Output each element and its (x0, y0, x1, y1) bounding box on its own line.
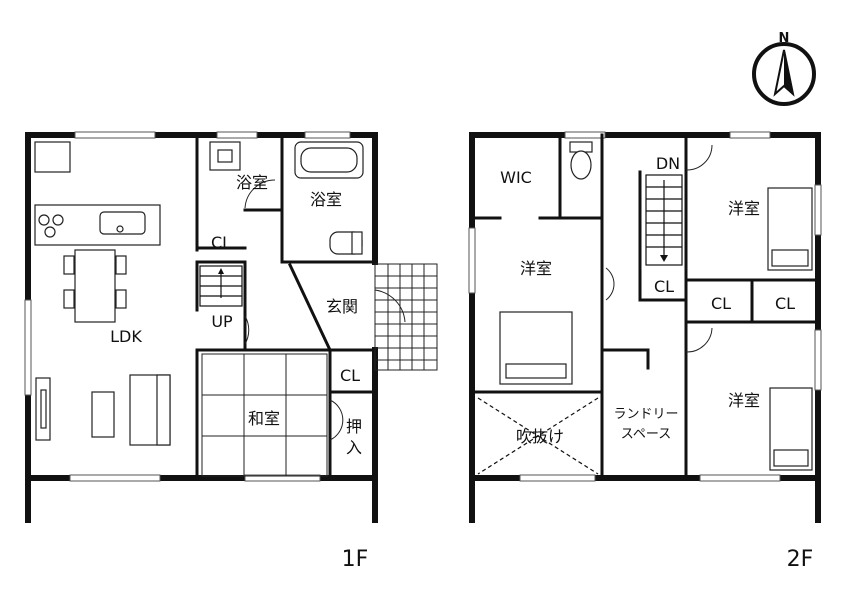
room-ldk: LDK (110, 327, 142, 346)
room-western-center: 洋室 (520, 259, 552, 278)
room-oshiire-top: 押 (346, 417, 362, 436)
room-closet-b: CL (711, 294, 731, 313)
north-label: N (779, 31, 790, 46)
floor1-plan: LDK 浴室 浴室 CL UP 玄関 CL 和室 押 入 1F (24, 131, 438, 572)
entrance-porch-tiles (374, 263, 438, 371)
room-entrance: 玄関 (326, 297, 358, 316)
stairs-up: UP (211, 312, 233, 331)
stairs-down: DN (656, 154, 680, 173)
room-closet-2: CL (340, 366, 360, 385)
room-oshiire-bottom: 入 (346, 438, 362, 457)
tatami-mats (201, 353, 328, 477)
room-laundry-bottom: スペース (621, 427, 671, 442)
room-bath-1: 浴室 (236, 173, 268, 192)
room-bath-2: 浴室 (310, 190, 342, 209)
room-western-se: 洋室 (728, 391, 760, 410)
room-laundry-top: ランドリー (613, 407, 678, 422)
north-compass-icon: N (752, 31, 816, 106)
room-western-ne: 洋室 (728, 199, 760, 218)
floor2-title: 2F (787, 547, 814, 572)
room-closet-c: CL (775, 294, 795, 313)
floor2-plan: WIC DN 洋室 洋室 CL CL CL 洋室 吹抜け ランドリー スペース … (468, 131, 822, 572)
room-closet-a: CL (654, 277, 674, 296)
room-fukinuke: 吹抜け (516, 427, 564, 446)
floor1-title: 1F (342, 547, 369, 572)
room-wic: WIC (500, 168, 532, 187)
room-japanese: 和室 (248, 409, 280, 428)
room-closet-1: CL (211, 233, 231, 252)
